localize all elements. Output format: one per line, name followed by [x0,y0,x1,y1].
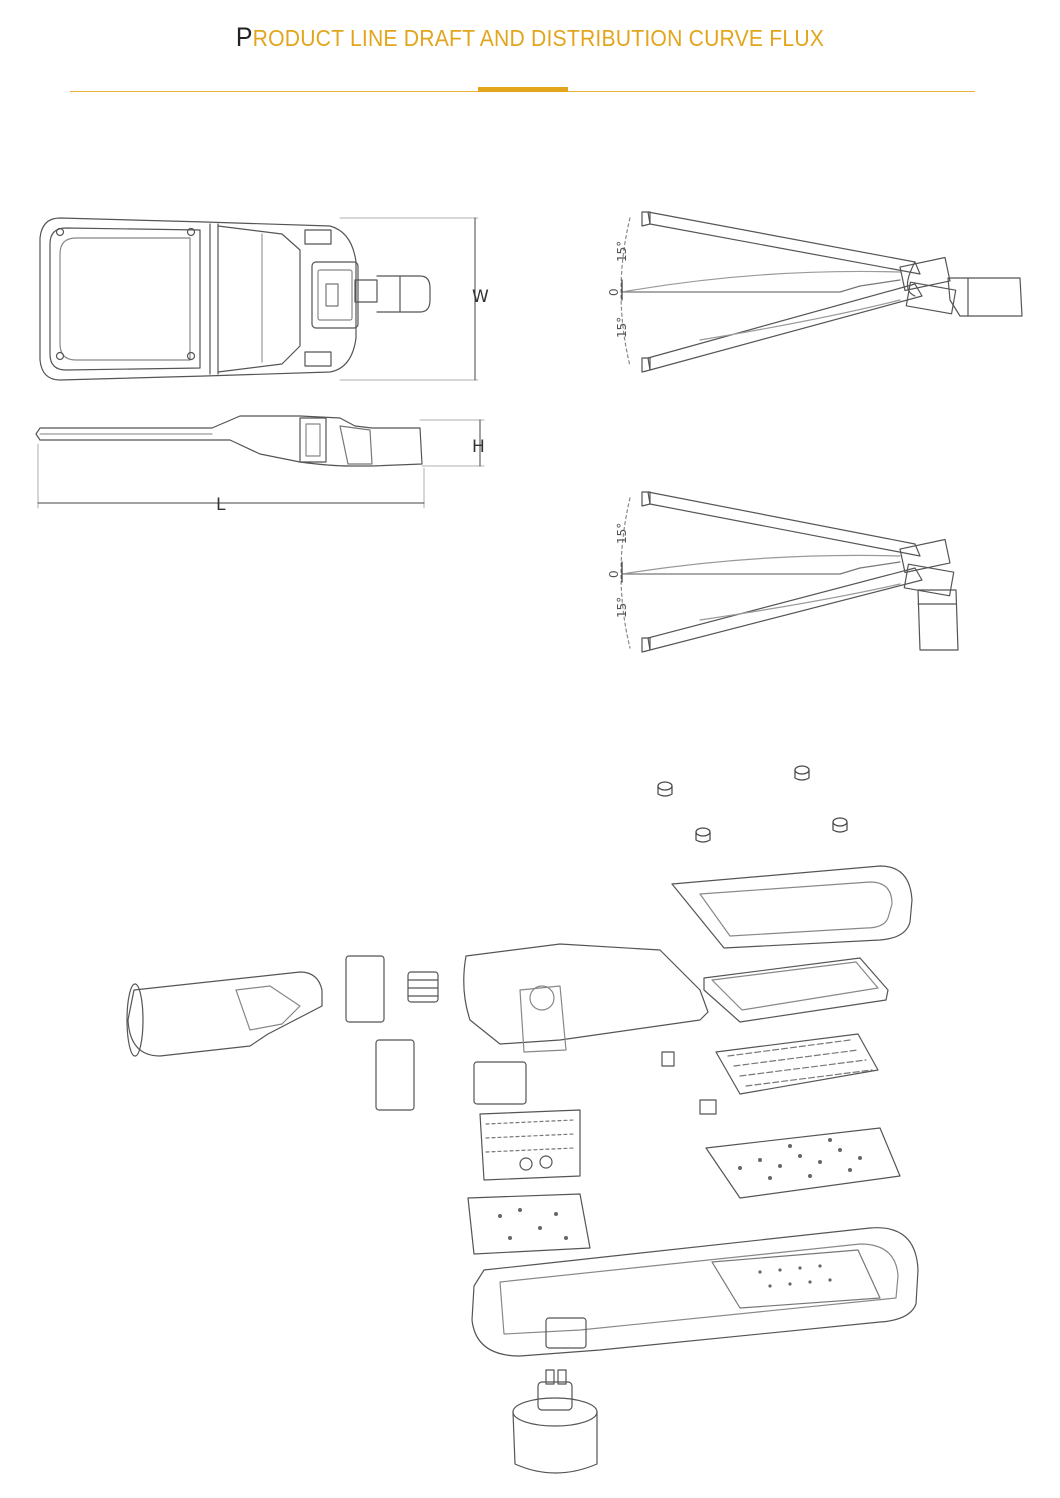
side-view-drawing [35,415,485,509]
exploded-view-drawing [126,765,919,1474]
lower-angle-down-label: 15° [615,597,629,618]
height-dimension-label: H [472,437,485,457]
title-text: RODUCT LINE DRAFT AND DISTRIBUTION CURVE… [252,25,825,51]
tilt-diagram-lower [620,491,959,653]
page-title: PRODUCT LINE DRAFT AND DISTRIBUTION CURV… [42,22,1017,53]
upper-angle-up-label: 15° [615,241,629,262]
width-dimension-label: W [472,287,489,307]
upper-angle-zero-label: 0 [607,288,621,296]
title-initial: P [235,22,253,52]
title-divider-accent [478,87,568,92]
screw-set [657,765,848,843]
lower-angle-zero-label: 0 [607,570,621,578]
tilt-diagram-upper [620,211,1023,373]
lower-angle-up-label: 15° [615,523,629,544]
length-dimension-label: L [216,495,226,515]
top-view-drawing [39,217,479,381]
upper-angle-down-label: 15° [615,317,629,338]
